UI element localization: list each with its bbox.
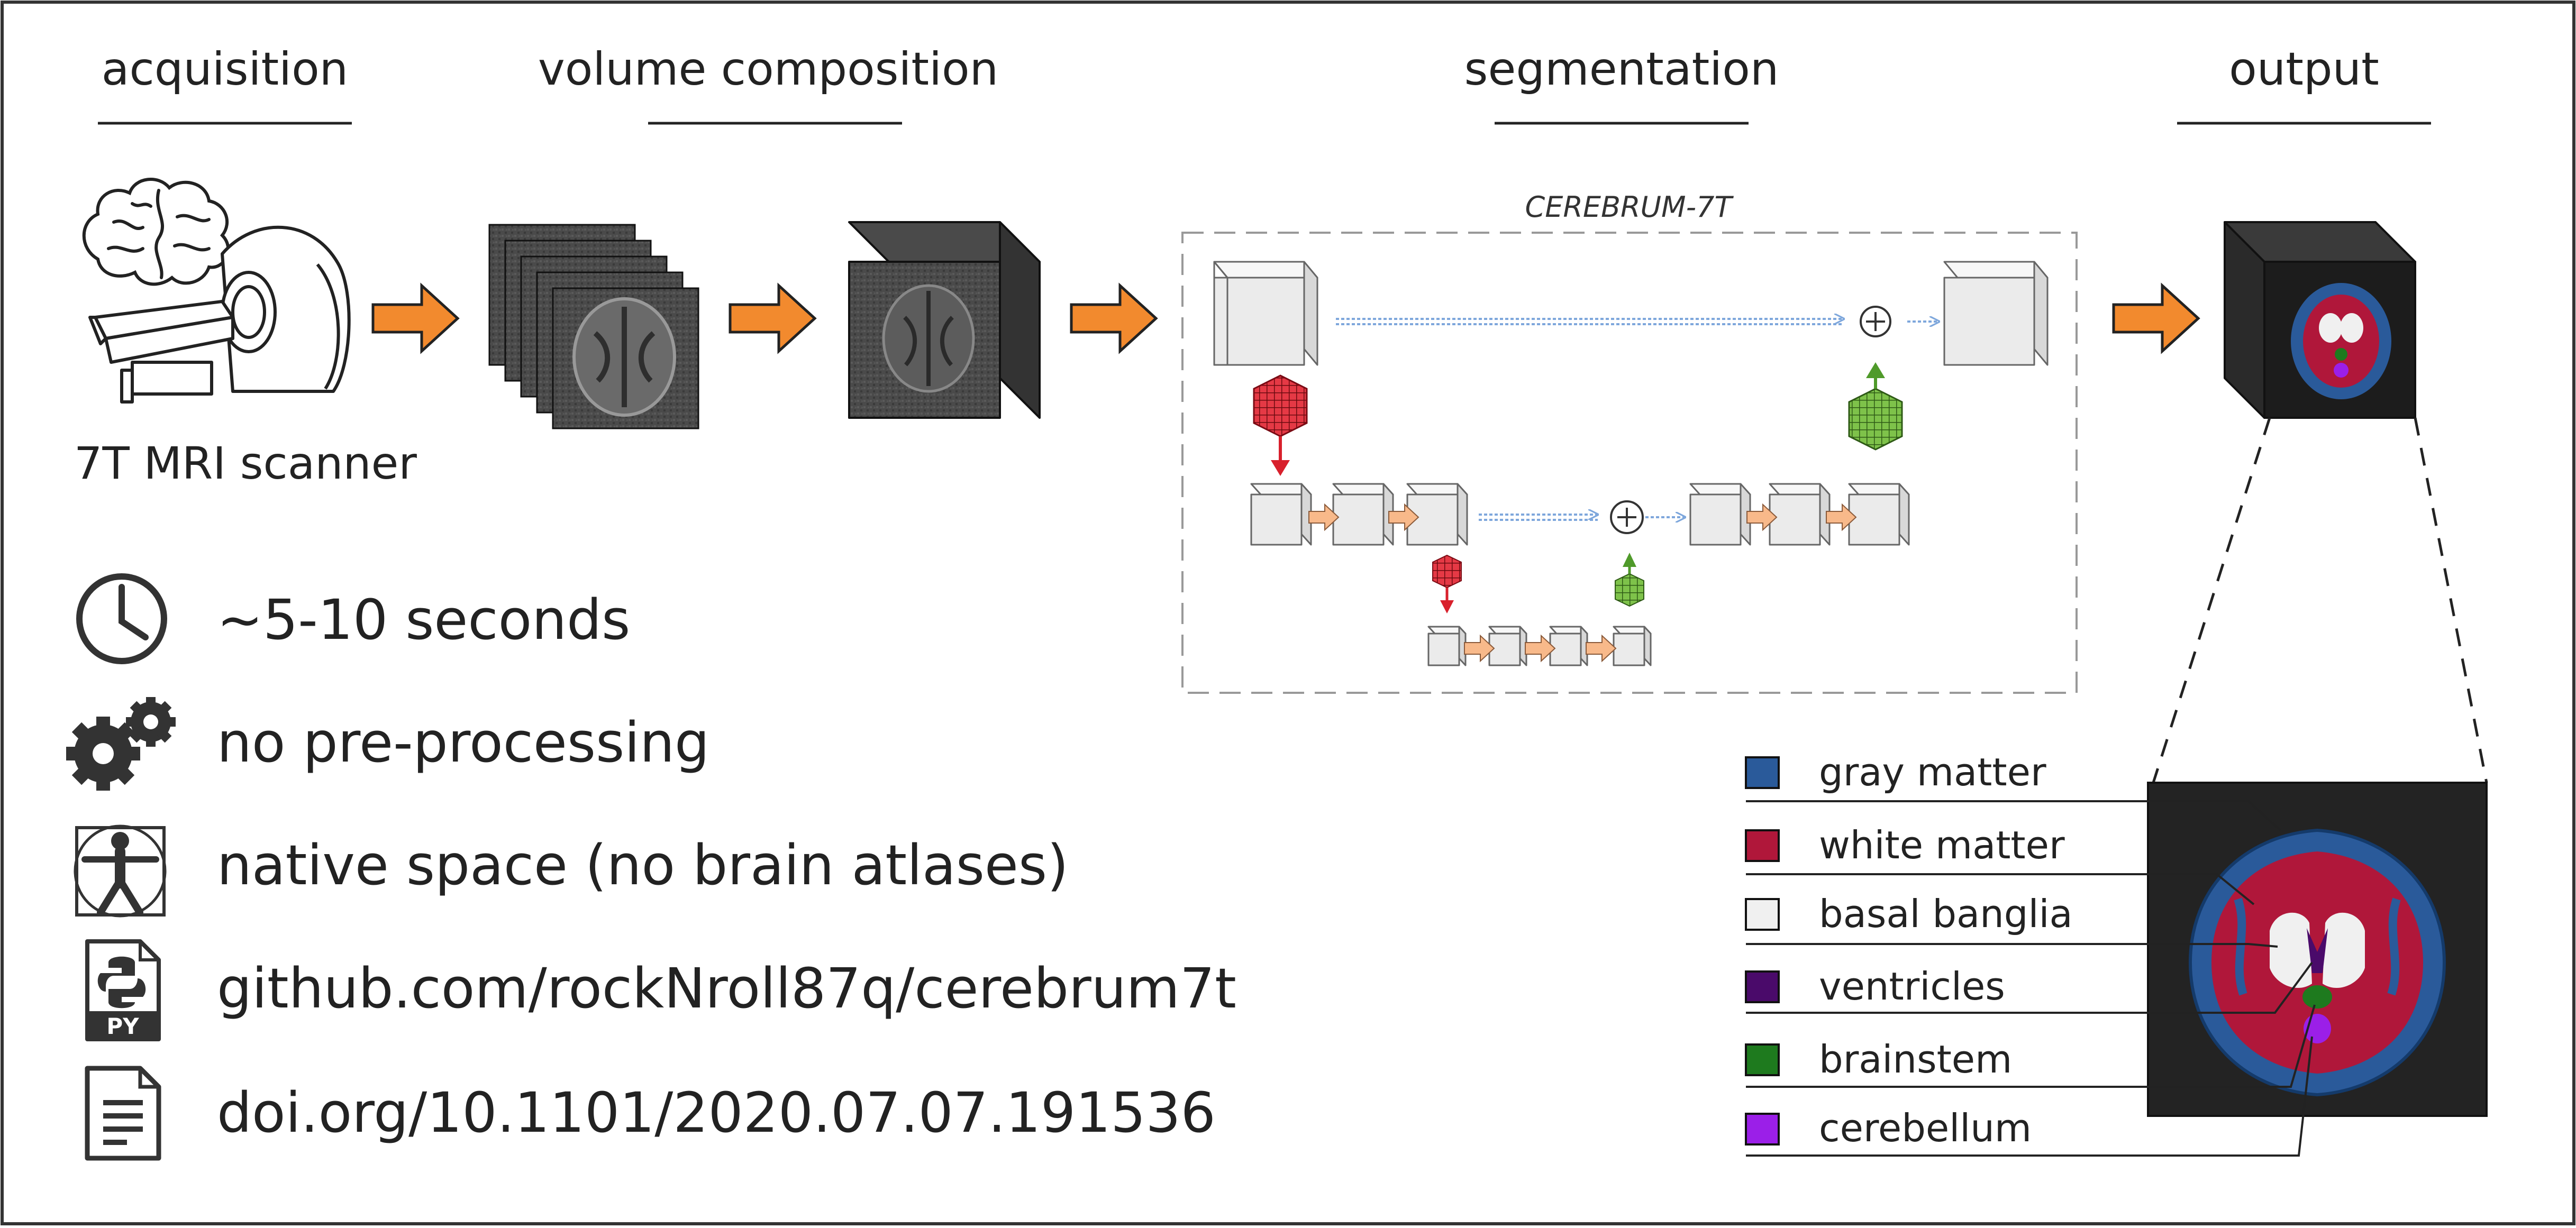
legend-label: brainstem	[1819, 1037, 2012, 1082]
pipeline-arrow-3	[1071, 286, 1156, 351]
vitruvian-man-icon	[74, 824, 167, 918]
legend: gray matter white matter basal banglia v…	[1745, 750, 2316, 1157]
legend-swatch	[1745, 756, 1780, 789]
legend-swatch	[1745, 1043, 1780, 1076]
pipeline-arrow-1	[373, 286, 458, 351]
pipeline-arrow-2	[730, 286, 815, 351]
legend-leader-line	[1746, 1004, 2316, 1088]
gears-icon	[66, 697, 176, 791]
python-file-icon-label: PY	[106, 1013, 139, 1039]
bottleneck-cubes-level3	[1427, 626, 1652, 666]
skip-connection-level2	[1479, 515, 1685, 520]
brain-sketch-icon	[82, 178, 230, 286]
feature-text-preprocessing: no pre-processing	[217, 710, 709, 775]
legend-swatch	[1745, 1113, 1780, 1145]
legend-leader-line	[1746, 800, 2281, 831]
upsample-block-level1	[1848, 362, 1903, 451]
clock-icon	[76, 573, 167, 664]
skip-connection-level1	[1336, 319, 1939, 324]
zoom-line-left	[2152, 417, 2271, 783]
scanner-label: 7T MRI scanner	[74, 437, 417, 489]
feature-text-doi: doi.org/10.1101/2020.07.07.191536	[217, 1080, 1216, 1145]
composed-volume-cube	[848, 221, 1041, 419]
decoder-cubes-level2	[1689, 483, 1910, 546]
legend-item-white-matter: white matter	[1745, 823, 2255, 905]
concat-node-level1	[1860, 306, 1891, 337]
legend-leader-line	[1746, 1036, 2313, 1157]
stage-segmentation-title: segmentation	[1464, 43, 1779, 96]
encoder-cube-level1	[1213, 261, 1318, 366]
legend-label: cerebellum	[1819, 1106, 2032, 1150]
legend-swatch	[1745, 829, 1780, 862]
concat-node-level2	[1610, 500, 1644, 534]
legend-label: basal banglia	[1819, 892, 2073, 936]
encoder-cubes-level2	[1250, 483, 1468, 546]
legend-leader-line	[1746, 943, 2278, 948]
pipeline-arrow-4	[2114, 286, 2198, 351]
legend-item-gray-matter: gray matter	[1745, 750, 2281, 831]
mri-slice-stack	[488, 224, 699, 429]
zoom-line-right	[2414, 417, 2488, 783]
document-icon	[85, 1066, 161, 1161]
legend-leader-line	[1746, 961, 2313, 1014]
zoomed-segmentation-panel	[2147, 782, 2488, 1117]
python-file-icon: PY	[85, 939, 161, 1041]
model-name: CEREBRUM-7T	[1525, 190, 1734, 224]
mri-scanner-icon	[88, 225, 351, 404]
legend-swatch	[1745, 898, 1780, 931]
legend-label: white matter	[1819, 823, 2065, 867]
feature-text-native-space: native space (no brain atlases)	[217, 833, 1069, 897]
upsample-block-level2	[1615, 553, 1644, 607]
block-arrow-l3-c	[1586, 635, 1616, 662]
output-segmentation-cube	[2224, 221, 2416, 419]
legend-swatch	[1745, 970, 1780, 1003]
legend-item-brainstem: brainstem	[1745, 1004, 2316, 1088]
legend-label: gray matter	[1819, 750, 2046, 794]
downsample-block-level2	[1432, 554, 1462, 613]
stage-volume-composition-title: volume composition	[538, 43, 998, 96]
stage-output-title: output	[2229, 43, 2379, 96]
legend-item-cerebellum: cerebellum	[1745, 1036, 2313, 1157]
legend-leader-line	[1746, 873, 2255, 905]
stage-acquisition-title: acquisition	[102, 43, 348, 96]
downsample-block-level1	[1253, 374, 1308, 476]
legend-item-ventricles: ventricles	[1745, 961, 2313, 1014]
network-dashed-frame	[1181, 232, 2078, 694]
feature-text-time: ~5-10 seconds	[217, 588, 630, 652]
legend-label: ventricles	[1819, 964, 2005, 1009]
legend-item-basal-banglia: basal banglia	[1745, 892, 2278, 948]
decoder-cube-level1	[1943, 261, 2049, 366]
feature-text-github: github.com/rockNroll87q/cerebrum7t	[217, 956, 1236, 1021]
